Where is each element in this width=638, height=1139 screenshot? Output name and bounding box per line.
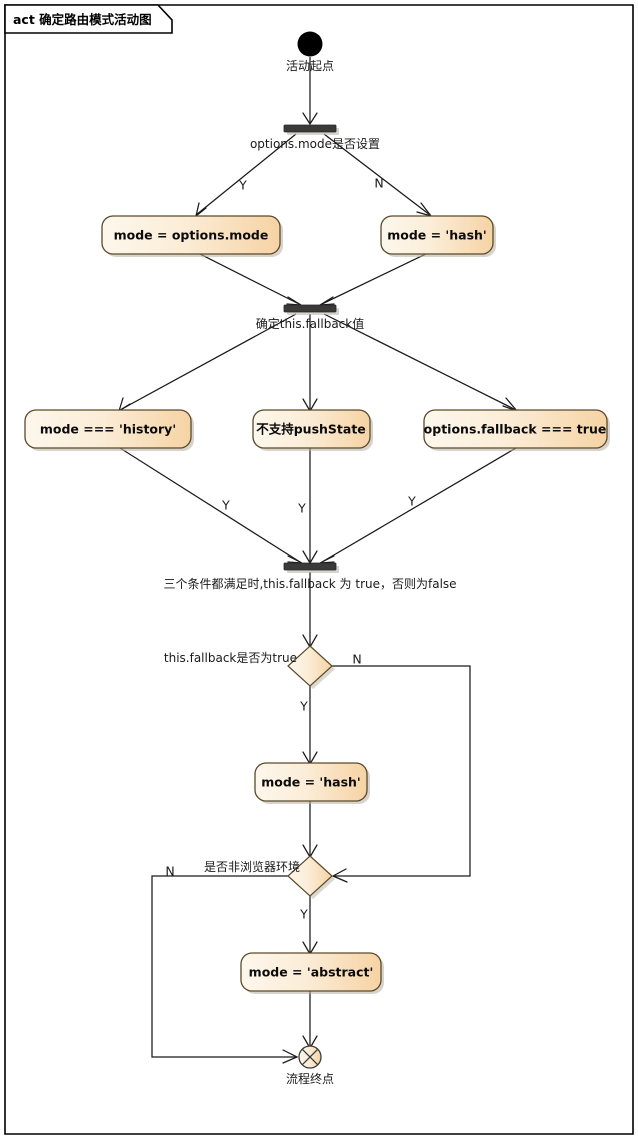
action-label: options.fallback === true [424,422,607,437]
node-end[interactable]: 流程终点 [286,1045,334,1086]
arrowhead-mode-hash1 [416,202,433,218]
join1-bar [283,562,337,571]
branch-label-fallbacktrue-yes: Y [407,494,416,509]
frame-title-tab [4,4,173,34]
edge-decision1-no-route [332,665,471,877]
branch-label-decision1-no: N [352,652,361,667]
node-action-mode-hash-2[interactable]: mode = 'hash' [254,762,370,804]
action-label: mode = 'hash' [387,228,487,243]
fork2-bar [283,304,337,313]
edge-decision2-no-route [151,875,296,1058]
node-action-mode-abstract[interactable]: mode = 'abstract' [240,952,384,994]
diagram-title: act 确定路由模式活动图 [13,12,152,27]
arrowhead-join-right [319,555,335,564]
edge-fork1-no [323,133,431,216]
edge-fork2-to-fallbacktrue [323,313,517,411]
node-decision-nonbrowser[interactable]: 是否非浏览器环境 [204,855,335,899]
frame-outline [4,4,634,1135]
decision-label: this.fallback是否为true [164,651,297,665]
action-label: mode = options.mode [114,228,269,243]
box [252,409,371,449]
node-action-fallback-true[interactable]: options.fallback === true [423,409,610,451]
action-label: 不支持pushState [256,422,366,437]
arrowhead-decision2-right [331,868,348,883]
node-decision-fallback[interactable]: this.fallback是否为true [164,645,335,689]
diagram-frame: act 确定路由模式活动图 [4,4,634,1135]
decision-label: 是否非浏览器环境 [204,859,300,874]
branch-label-pushstate-yes: Y [297,501,306,516]
branch-label-decision2-no: N [165,864,174,879]
join1-label: 三个条件都满足时,this.fallback 为 true，否则为false [163,577,456,591]
fork1-bar [283,124,337,133]
diamond-shape [287,645,333,687]
action-label: mode = 'abstract' [249,965,374,980]
edge-modeoptions-to-fork2 [195,251,300,305]
fork2-label: 确定this.fallback值 [256,316,364,331]
end-label: 流程终点 [286,1071,334,1086]
box [24,409,192,449]
node-action-mode-options[interactable]: mode = options.mode [101,215,283,257]
edge-fork1-yes [195,133,297,216]
box [423,409,608,449]
arrowhead-join-left [287,555,303,564]
arrowhead-fork2-right [319,296,335,306]
fork1-label: options.mode是否设置 [250,137,380,151]
edge-modehash1-to-fork2 [321,251,431,305]
node-action-mode-history[interactable]: mode === 'history' [24,409,194,451]
branch-label-fork1-yes: Y [238,178,247,193]
branch-label-fork1-no: N [374,176,383,191]
box [240,952,382,992]
box [254,762,368,802]
node-fork2[interactable]: 确定this.fallback值 [256,304,364,331]
branch-label-decision1-yes: Y [299,699,308,714]
initial-node-icon [297,31,323,57]
node-action-mode-hash-1[interactable]: mode = 'hash' [380,215,496,257]
start-label: 活动起点 [286,59,334,73]
arrowhead-mode-options [194,202,207,218]
node-action-no-pushstate[interactable]: 不支持pushState [252,409,373,451]
branch-label-decision2-yes: Y [299,907,308,922]
edge-history-to-join [119,447,301,563]
arrowhead-fork2-left [286,296,302,306]
action-label: mode = 'hash' [261,775,361,790]
edge-fork2-to-history [119,313,297,411]
box [380,215,494,255]
flow-final-cross-2 [301,1048,319,1066]
node-start[interactable]: 活动起点 [286,31,334,74]
node-fork1[interactable]: options.mode是否设置 [250,124,380,151]
action-label: mode === 'history' [40,422,176,437]
arrowhead-fork1 [302,112,318,126]
box [101,215,281,255]
diamond-shape [287,855,333,897]
branch-label-history-yes: Y [221,498,230,513]
node-join1[interactable]: 三个条件都满足时,this.fallback 为 true，否则为false [163,562,457,591]
edge-fallbacktrue-to-join [321,447,517,563]
edge-layer: Y N Y Y [117,57,519,1064]
arrowhead-end-left [282,1049,299,1064]
